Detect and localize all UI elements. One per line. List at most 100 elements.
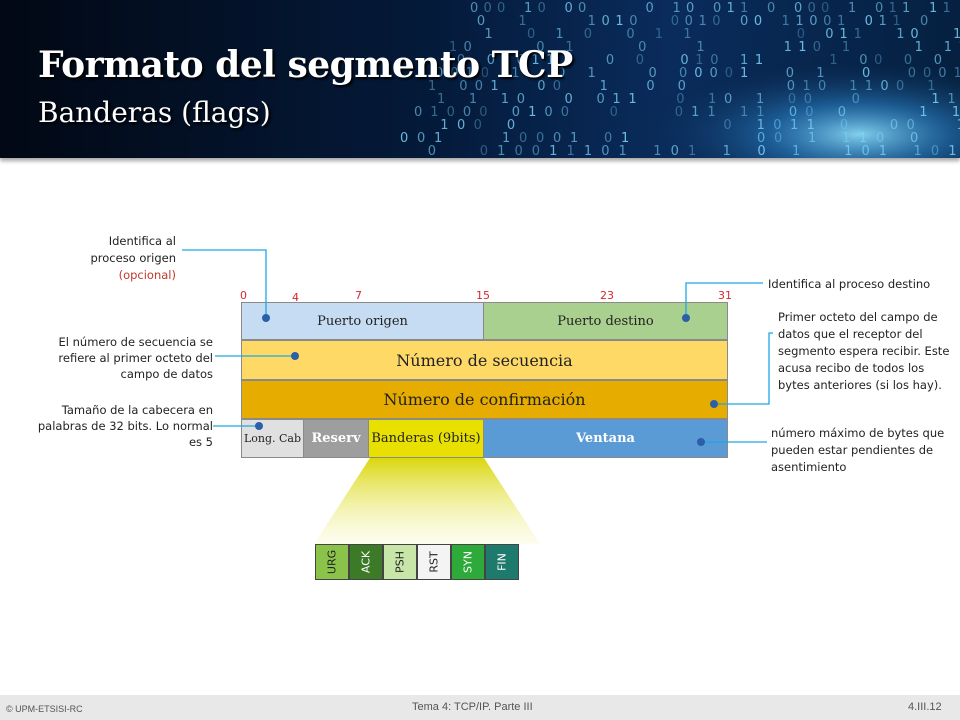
flag-label: ACK xyxy=(359,550,373,574)
svg-text:1: 1 xyxy=(696,40,704,55)
bit-number-31: 31 xyxy=(718,289,732,302)
svg-text:1: 1 xyxy=(511,66,519,81)
svg-text:0: 0 xyxy=(818,79,826,94)
svg-text:0: 0 xyxy=(825,27,833,42)
svg-text:0: 0 xyxy=(442,53,450,68)
svg-text:1: 1 xyxy=(844,144,852,158)
svg-text:1: 1 xyxy=(437,92,445,107)
source-port-note-line2: proceso origen xyxy=(90,251,176,265)
svg-text:0: 0 xyxy=(536,131,544,146)
svg-text:0: 0 xyxy=(908,66,916,81)
svg-text:0: 0 xyxy=(788,92,796,107)
bit-number-4: 4 xyxy=(292,291,299,304)
svg-text:0: 0 xyxy=(676,92,684,107)
svg-text:0: 0 xyxy=(685,14,693,29)
svg-text:1: 1 xyxy=(619,144,627,158)
svg-text:0: 0 xyxy=(459,79,467,94)
svg-text:0: 0 xyxy=(896,79,904,94)
svg-text:1: 1 xyxy=(740,53,748,68)
svg-text:0: 0 xyxy=(480,144,488,158)
svg-text:1: 1 xyxy=(952,105,960,120)
svg-text:0: 0 xyxy=(646,1,654,16)
svg-text:0: 0 xyxy=(544,105,552,120)
svg-text:1: 1 xyxy=(808,131,816,146)
svg-text:1: 1 xyxy=(756,92,764,107)
svg-text:0: 0 xyxy=(712,14,720,29)
svg-text:0: 0 xyxy=(904,53,912,68)
svg-text:1: 1 xyxy=(756,105,764,120)
svg-text:1: 1 xyxy=(784,40,792,55)
svg-text:1: 1 xyxy=(555,27,563,42)
svg-text:0: 0 xyxy=(675,105,683,120)
svg-text:1: 1 xyxy=(653,144,661,158)
svg-text:0: 0 xyxy=(880,79,888,94)
svg-text:0: 0 xyxy=(557,66,565,81)
svg-text:0: 0 xyxy=(565,92,573,107)
svg-text:1: 1 xyxy=(889,1,897,16)
svg-text:0: 0 xyxy=(680,53,688,68)
svg-text:1: 1 xyxy=(430,105,438,120)
svg-text:1: 1 xyxy=(839,27,847,42)
svg-text:0: 0 xyxy=(861,144,869,158)
svg-text:0: 0 xyxy=(890,118,898,133)
svg-text:1: 1 xyxy=(953,27,960,42)
svg-text:0: 0 xyxy=(852,92,860,107)
svg-text:1: 1 xyxy=(428,79,436,94)
svg-text:0: 0 xyxy=(537,79,545,94)
svg-text:1: 1 xyxy=(621,131,629,146)
svg-text:1: 1 xyxy=(612,92,620,107)
svg-text:1: 1 xyxy=(484,27,492,42)
svg-text:1: 1 xyxy=(755,53,763,68)
svg-text:0: 0 xyxy=(514,144,522,158)
flag-urg: URG xyxy=(315,544,349,580)
source-port-field: Puerto origen xyxy=(241,302,484,340)
footer-bar: © UPM-ETSISI-RC Tema 4: TCP/IP. Parte II… xyxy=(0,695,960,720)
svg-text:0: 0 xyxy=(636,53,644,68)
svg-text:0: 0 xyxy=(671,14,679,29)
svg-text:1: 1 xyxy=(691,105,699,120)
svg-text:1: 1 xyxy=(490,79,498,94)
svg-text:1: 1 xyxy=(849,79,857,94)
svg-text:1: 1 xyxy=(673,1,681,16)
svg-text:1: 1 xyxy=(708,92,716,107)
svg-text:0: 0 xyxy=(813,40,821,55)
svg-text:0: 0 xyxy=(447,105,455,120)
svg-text:1: 1 xyxy=(848,1,856,16)
svg-text:1: 1 xyxy=(792,144,800,158)
svg-text:1: 1 xyxy=(466,66,474,81)
svg-text:1: 1 xyxy=(902,1,910,16)
page-title: Formato del segmento TCP xyxy=(38,44,573,86)
svg-text:0: 0 xyxy=(876,131,884,146)
svg-text:0: 0 xyxy=(474,118,482,133)
svg-text:1: 1 xyxy=(740,1,748,16)
svg-text:0: 0 xyxy=(686,1,694,16)
svg-text:0: 0 xyxy=(678,79,686,94)
svg-text:1: 1 xyxy=(655,27,663,42)
svg-text:1: 1 xyxy=(802,79,810,94)
svg-text:0: 0 xyxy=(638,40,646,55)
svg-text:0: 0 xyxy=(484,1,492,16)
svg-text:1: 1 xyxy=(944,40,952,55)
svg-text:0: 0 xyxy=(512,105,520,120)
flag-rst: RST xyxy=(417,544,451,580)
svg-text:1: 1 xyxy=(842,131,850,146)
svg-text:0: 0 xyxy=(774,131,782,146)
svg-text:1: 1 xyxy=(727,1,735,16)
svg-text:0: 0 xyxy=(604,131,612,146)
svg-text:1: 1 xyxy=(497,144,505,158)
svg-text:1: 1 xyxy=(859,131,867,146)
svg-text:1: 1 xyxy=(865,79,873,94)
flag-label: PSH xyxy=(393,551,407,573)
svg-text:0: 0 xyxy=(463,105,471,120)
svg-text:0: 0 xyxy=(629,14,637,29)
svg-text:0: 0 xyxy=(565,1,573,16)
flag-syn: SYN xyxy=(451,544,485,580)
svg-text:1: 1 xyxy=(615,14,623,29)
copyright: © UPM-ETSISI-RC xyxy=(6,704,83,714)
svg-text:0: 0 xyxy=(596,92,604,107)
flag-psh: PSH xyxy=(383,544,417,580)
svg-text:0: 0 xyxy=(517,53,525,68)
svg-text:0: 0 xyxy=(923,66,931,81)
svg-text:0: 0 xyxy=(865,14,873,29)
